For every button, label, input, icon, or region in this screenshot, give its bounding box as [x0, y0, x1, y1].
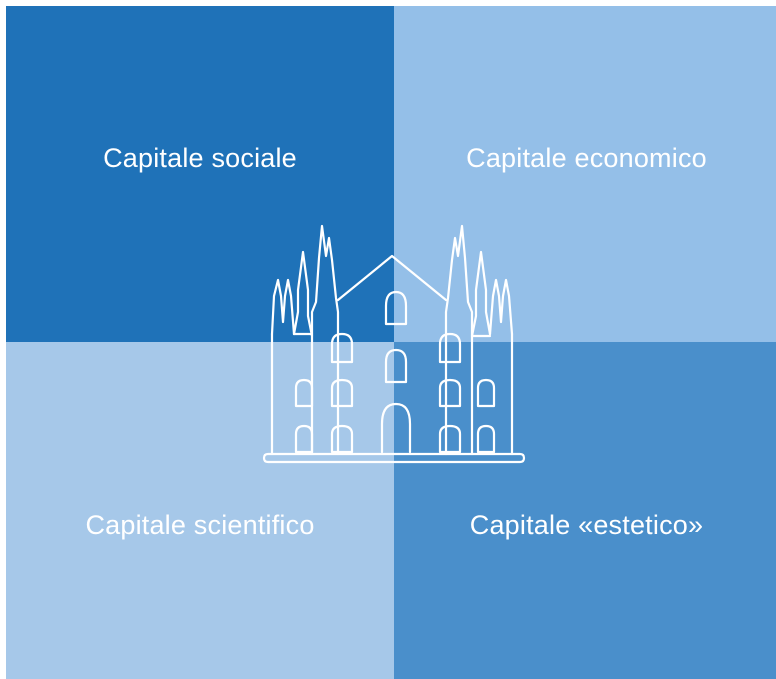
- quadrant-social-capital: Capitale sociale: [6, 6, 394, 342]
- label-scientific-capital: Capitale scientifico: [85, 510, 315, 540]
- label-social-capital: Capitale sociale: [103, 143, 297, 173]
- quadrant-economic-capital: Capitale economico: [394, 6, 776, 342]
- label-economic-capital: Capitale economico: [466, 143, 707, 173]
- quadrant-scientific-capital: Capitale scientifico: [6, 342, 394, 679]
- duomo-cathedral-icon: [262, 224, 526, 464]
- label-aesthetic-capital: Capitale «estetico»: [469, 510, 704, 540]
- quadrant-aesthetic-capital: Capitale «estetico»: [394, 342, 776, 679]
